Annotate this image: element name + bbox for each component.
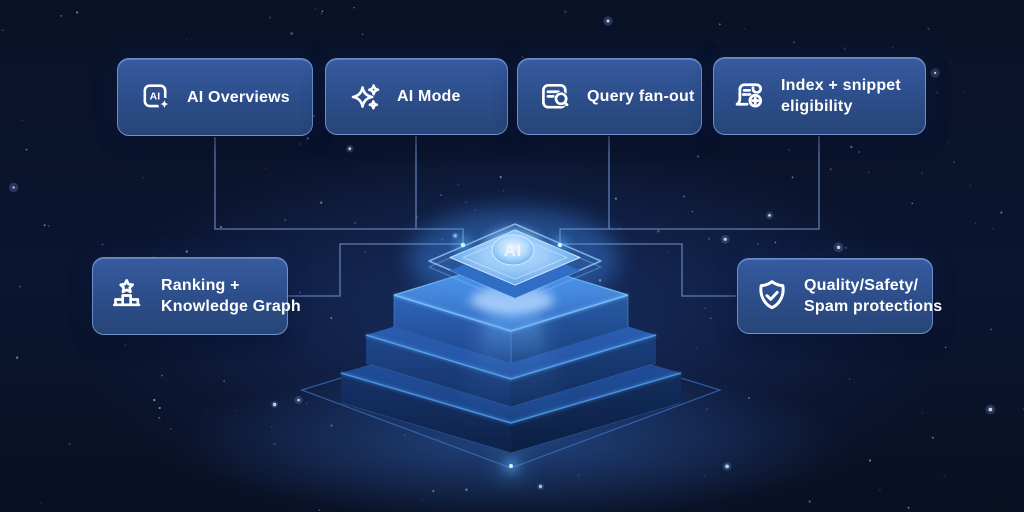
node-label: Index + snippet eligibility — [781, 75, 901, 117]
node-query-fan-out: Query fan-out — [517, 58, 702, 135]
shield-check-icon — [759, 280, 785, 310]
node-ranking-knowledge-graph: Ranking + Knowledge Graph — [92, 257, 301, 335]
ai-badge-sparkle-icon: AI — [143, 84, 171, 111]
node-ai-overviews: AI AI Overviews — [117, 58, 313, 136]
label-line: AI Overviews — [187, 88, 290, 106]
label-line: Quality/Safety/ — [804, 277, 919, 294]
label-line: Spam protections — [804, 298, 943, 315]
ai-chip: AI — [409, 208, 619, 308]
node-label: Quality/Safety/ Spam protections — [804, 275, 942, 317]
document-search-icon — [542, 83, 569, 109]
sparkles-icon — [351, 83, 380, 110]
node-label: Ranking + Knowledge Graph — [161, 275, 301, 317]
label-line: Query fan-out — [587, 88, 695, 105]
chip-label: AI — [504, 242, 523, 260]
scroll-add-icon — [735, 82, 763, 108]
label-line: Index + snippet — [781, 77, 901, 94]
node-label: Query fan-out — [587, 86, 695, 107]
node-quality-safety-spam: Quality/Safety/ Spam protections — [737, 258, 942, 334]
label-line: AI Mode — [397, 88, 461, 105]
node-label: AI Mode — [397, 86, 461, 107]
svg-text:AI: AI — [150, 92, 161, 103]
label-line: eligibility — [781, 98, 853, 115]
podium-star-icon — [113, 279, 141, 307]
label-line: Ranking + — [161, 277, 240, 294]
label-line: Knowledge Graph — [161, 298, 301, 315]
node-ai-mode: AI Mode — [325, 58, 508, 135]
node-index-snippet-eligibility: Index + snippet eligibility — [713, 57, 926, 135]
node-label: AI Overviews — [187, 87, 290, 108]
